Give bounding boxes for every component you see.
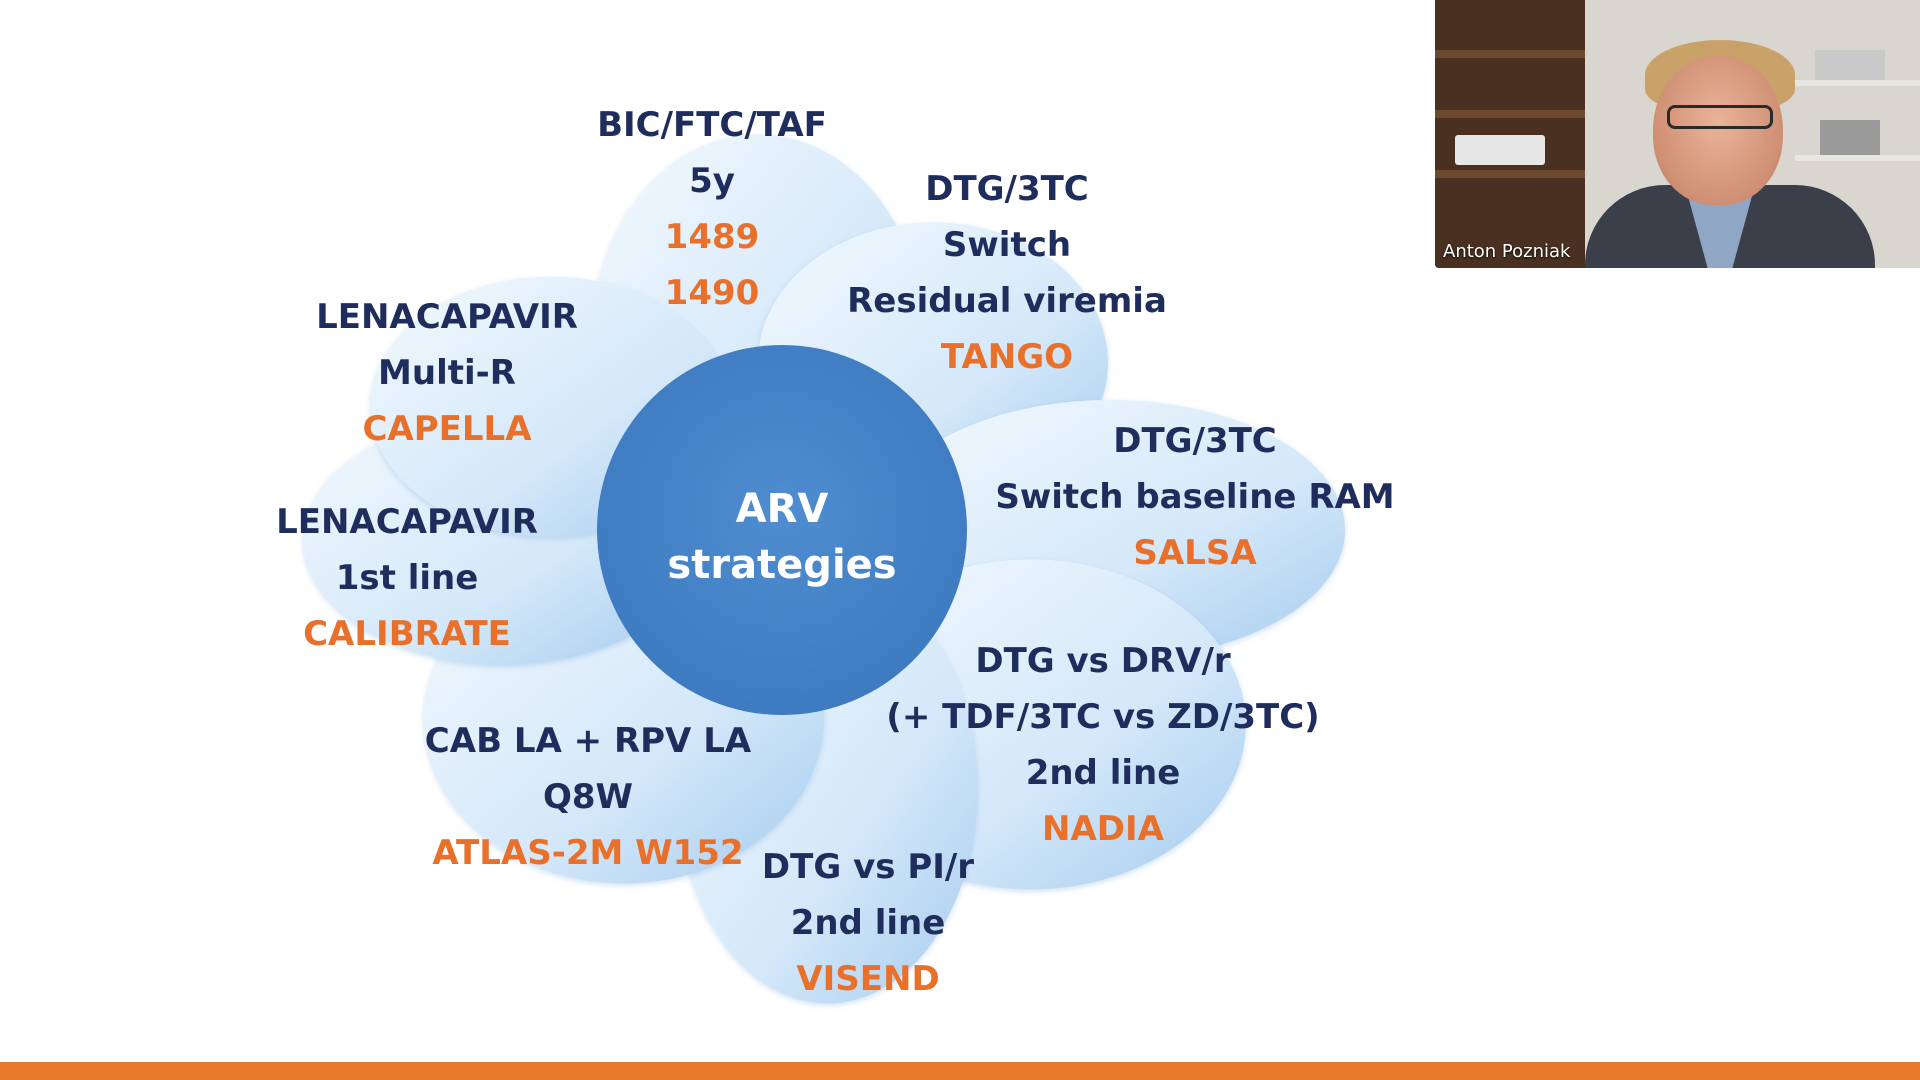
petal-line-text: 5y	[689, 161, 735, 201]
petal-line-text: Switch	[943, 225, 1071, 265]
study-name-text: ATLAS-2M W152	[432, 833, 743, 873]
study-name-text: TANGO	[941, 337, 1073, 377]
study-name-text: 1490	[665, 273, 760, 313]
petal-line-text: BIC/FTC/TAF	[597, 105, 827, 145]
center-title-text: ARV	[736, 486, 829, 532]
slide-footer-bar	[0, 1062, 1920, 1080]
participant-face	[1653, 55, 1783, 205]
petal-label-lenacapavir-capella: LENACAPAVIR Multi-R CAPELLA	[316, 297, 578, 449]
petal-line-text: DTG vs PI/r	[762, 847, 974, 887]
shelf-board	[1435, 50, 1585, 58]
bookshelf	[1435, 0, 1585, 268]
petal-line-text: CAB LA + RPV LA	[425, 721, 752, 761]
center-title-text: strategies	[667, 542, 896, 588]
petal-line-text: DTG/3TC	[1113, 421, 1277, 461]
study-name-text: VISEND	[796, 959, 939, 999]
petal-line-text: LENACAPAVIR	[276, 502, 538, 542]
petal-label-dtg-drv-nadia: DTG vs DRV/r (+ TDF/3TC vs ZD/3TC) 2nd lin…	[886, 641, 1319, 849]
study-name-text: 1489	[665, 217, 760, 257]
study-name-text: CAPELLA	[362, 409, 532, 449]
study-name-text: SALSA	[1133, 533, 1257, 573]
study-name-text: NADIA	[1042, 809, 1165, 849]
shelf-object	[1820, 120, 1880, 155]
shelf-board	[1795, 155, 1920, 161]
petal-label-dtg-3tc-salsa: DTG/3TC Switch baseline RAM SALSA	[995, 421, 1394, 573]
participant-glasses	[1667, 105, 1773, 129]
petal-line-text: DTG vs DRV/r	[975, 641, 1231, 681]
petal-line-text: (+ TDF/3TC vs ZD/3TC)	[886, 697, 1319, 737]
petal-line-text: Q8W	[543, 777, 633, 817]
petal-line-text: 2nd line	[791, 903, 946, 943]
shelf-board	[1435, 110, 1585, 118]
center-circle	[597, 345, 967, 715]
shelf-board	[1435, 170, 1585, 178]
printer-object	[1455, 135, 1545, 165]
petal-line-text: 1st line	[336, 558, 479, 598]
petal-line-text: 2nd line	[1026, 753, 1181, 793]
petal-line-text: LENACAPAVIR	[316, 297, 578, 337]
shelf-board	[1795, 80, 1920, 86]
petal-label-bic-ftc-taf: BIC/FTC/TAF 5y 1489 1490	[597, 105, 827, 313]
petal-label-cab-rpv-atlas: CAB LA + RPV LA Q8W ATLAS-2M W152	[425, 721, 752, 873]
shelf-object	[1815, 50, 1885, 80]
study-name-text: CALIBRATE	[303, 614, 511, 654]
petal-line-text: DTG/3TC	[925, 169, 1089, 209]
participant-name-label: Anton Pozniak	[1443, 241, 1571, 262]
petal-line-text: Residual viremia	[847, 281, 1167, 321]
participant-video-tile[interactable]: Anton Pozniak	[1435, 0, 1920, 268]
petal-line-text: Multi-R	[378, 353, 516, 393]
petal-line-text: Switch baseline RAM	[995, 477, 1394, 517]
